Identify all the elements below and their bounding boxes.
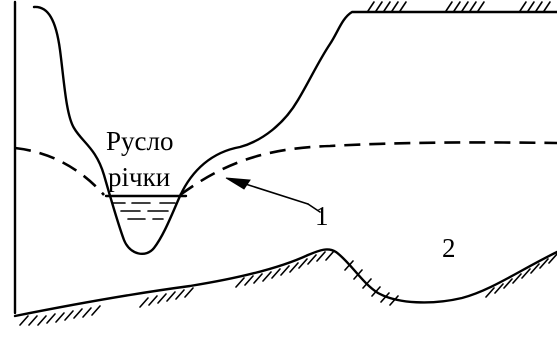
marker-2-label: 2 [442,233,456,263]
seepage-flow-arrow [226,178,308,204]
groundwater-table-line [15,142,557,195]
riverbed-label-line2: річки [108,162,170,192]
marker-1-label: 1 [315,201,329,231]
riverbed-label-line1: Русло [106,126,173,156]
surface-hatching [368,2,550,11]
water-hatch-marks [113,203,175,219]
aquifer-base-line [15,249,557,316]
